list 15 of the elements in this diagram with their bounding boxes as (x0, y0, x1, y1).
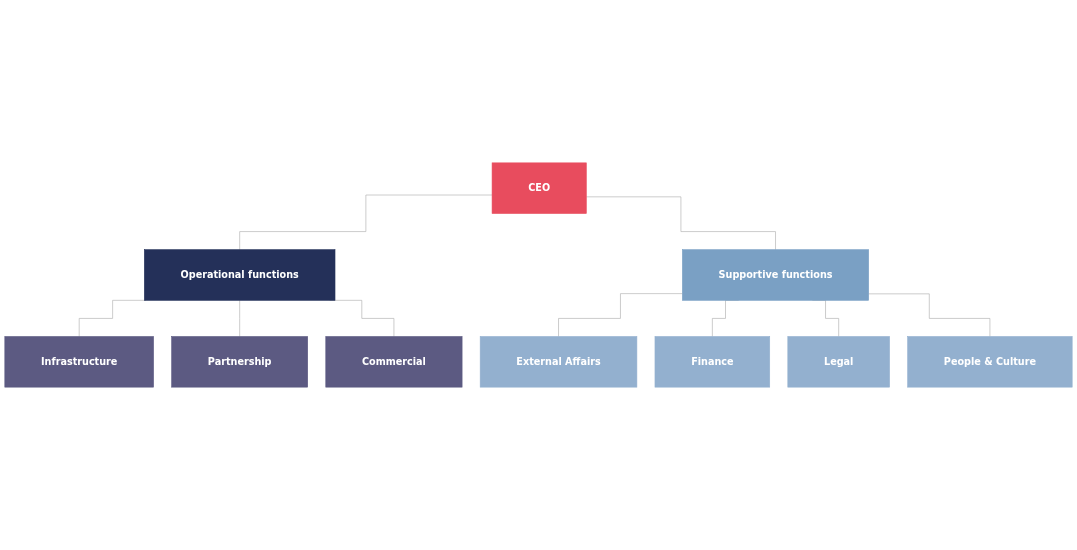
connector (239, 194, 493, 250)
node-box: People & Culture (907, 336, 1073, 388)
node-box: Partnership (171, 336, 308, 388)
connector (868, 293, 991, 337)
node-box: Operational functions (144, 249, 336, 301)
node-box: Commercial (325, 336, 463, 388)
connector (239, 300, 240, 337)
node-box: Infrastructure (4, 336, 154, 388)
node-box: CEO (491, 162, 587, 214)
connector (586, 196, 776, 250)
node-box: Legal (787, 336, 890, 388)
node-box: External Affairs (479, 336, 638, 388)
connector (558, 293, 683, 337)
node-box: Finance (654, 336, 771, 388)
node-box: Supportive functions (682, 249, 869, 301)
